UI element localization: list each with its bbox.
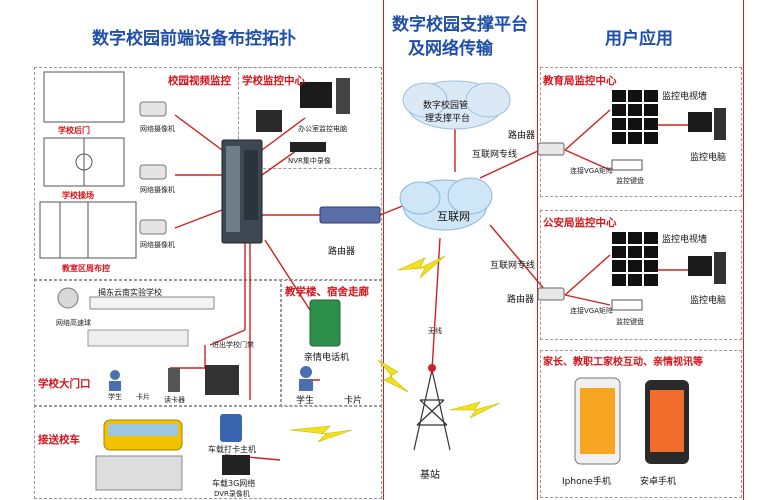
label-dome-camera: 网络高速球: [56, 319, 91, 327]
label-police-center: 公安局监控中心: [543, 217, 617, 229]
title-platform-2: 及网络传输: [408, 39, 493, 59]
label-campus-video: 校园视频监控: [168, 75, 231, 87]
separator-left: [383, 0, 384, 500]
label-router-mid: 路由器: [507, 295, 535, 305]
label-police-pc: 监控电脑: [690, 296, 727, 306]
label-camera-1: 网络摄像机: [140, 125, 175, 133]
label-router-left: 路由器: [328, 247, 356, 257]
zone-shuttle: [34, 405, 382, 499]
zone-teaching: [280, 279, 382, 407]
label-dorm-area: 教室区周布控: [62, 264, 110, 273]
label-gate-entry: 进出学校门禁: [212, 341, 254, 349]
zone-police: [540, 210, 742, 340]
label-internet: 互联网: [437, 210, 470, 223]
label-playground: 学校操场: [62, 191, 94, 200]
label-gate-student: 学生: [108, 393, 122, 401]
label-police-vga: 连接VGA矩阵: [570, 307, 614, 315]
label-line-2: 互联网专线: [490, 261, 536, 271]
zone-campus-video: [34, 67, 382, 281]
label-car-card-host: 车载打卡主机: [208, 445, 256, 454]
zone-edu: [540, 67, 742, 197]
label-back-gate: 学校后门: [58, 126, 90, 135]
label-base-station: 基站: [420, 470, 440, 481]
zone-monitor-center: [238, 67, 382, 169]
label-iphone: Iphone手机: [562, 477, 611, 487]
label-parents: 家长、教职工家校互动、亲情视讯等: [543, 357, 703, 368]
label-gate-reader: 读卡器: [164, 396, 185, 404]
label-student: 学生: [296, 396, 315, 406]
label-edu-pc: 监控电脑: [690, 153, 727, 163]
title-platform-1: 数字校园支撑平台: [392, 15, 528, 35]
separator-edge: [743, 0, 744, 500]
title-user-app: 用户应用: [605, 29, 673, 49]
title-frontend: 数字校园前端设备布控拓扑: [92, 29, 296, 49]
zone-main-gate: [34, 279, 282, 407]
label-phone: 亲情电话机: [304, 353, 350, 363]
label-car-3g-2: DVR录像机: [214, 490, 250, 498]
zone-parents: [540, 350, 742, 498]
label-camera-3: 网络摄像机: [140, 241, 175, 249]
label-platform-2: 理支撑平台: [425, 114, 471, 124]
label-card: 卡片: [344, 396, 363, 406]
label-gate-card: 卡片: [136, 393, 150, 401]
label-police-kb: 监控键盘: [616, 318, 644, 326]
label-car-3g: 车载3G网络: [212, 479, 256, 488]
label-camera-2: 网络摄像机: [140, 186, 175, 194]
label-edu-center: 教育局监控中心: [543, 75, 617, 87]
label-teaching-bldg: 教学楼、宿舍走廊: [285, 286, 369, 298]
label-nvr: NVR集中录像: [288, 157, 331, 165]
label-android: 安卓手机: [640, 477, 677, 487]
label-monitor-center: 学校监控中心: [242, 75, 305, 87]
label-edu-kb: 监控键盘: [616, 177, 644, 185]
label-main-gate: 学校大门口: [38, 378, 91, 390]
label-edu-wall: 监控电视墙: [662, 92, 708, 102]
label-line-1: 互联网专线: [472, 150, 518, 160]
label-platform-1: 数字校园管: [423, 101, 469, 111]
label-shuttle: 接送校车: [38, 434, 80, 446]
label-edu-router: 路由器: [508, 131, 536, 141]
label-wireless: 无线: [428, 327, 442, 335]
separator-right: [537, 0, 538, 500]
label-police-wall: 监控电视墙: [662, 235, 708, 245]
label-office-pc: 办公室监控电脑: [298, 125, 347, 133]
label-school-sign: 揭东云南实验学校: [98, 288, 162, 297]
label-edu-vga: 连接VGA矩阵: [570, 167, 614, 175]
